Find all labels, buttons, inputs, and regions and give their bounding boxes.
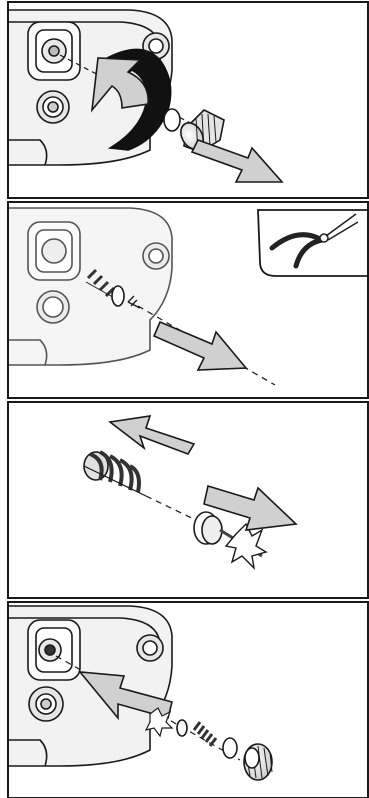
cap-icon bbox=[244, 744, 272, 780]
spring-icon bbox=[84, 452, 146, 496]
pump-housing-icon bbox=[8, 606, 172, 766]
separation-arrow-left-icon bbox=[110, 416, 194, 454]
removal-arrow-icon bbox=[192, 140, 282, 182]
panel-step-1 bbox=[8, 2, 368, 198]
o-ring-icon bbox=[164, 109, 180, 131]
panel-step-4 bbox=[8, 602, 368, 798]
spring-icon bbox=[194, 722, 216, 746]
panel-border bbox=[8, 402, 368, 598]
o-ring-icon bbox=[223, 738, 237, 758]
pump-housing-icon bbox=[8, 208, 172, 365]
axis-line bbox=[146, 496, 200, 522]
pliers-icon bbox=[258, 210, 368, 276]
panel-step-3 bbox=[8, 402, 368, 598]
removal-arrow-icon bbox=[154, 322, 246, 370]
panel-step-2 bbox=[8, 202, 368, 398]
